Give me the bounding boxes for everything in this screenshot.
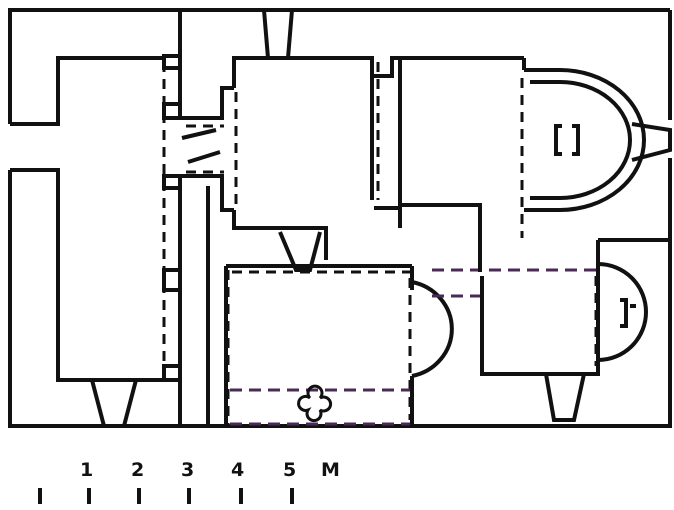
- altar-bracket-lower: [620, 298, 628, 328]
- scale-label-4: 4: [231, 459, 244, 481]
- scale-label-unit: M: [321, 459, 340, 481]
- scale-label-3: 3: [181, 459, 194, 481]
- central-room-left: [232, 210, 328, 260]
- central-room-corner: [398, 60, 482, 254]
- west-pier-2: [162, 102, 182, 120]
- scale-bar: 1 2 3 4 5 M: [38, 459, 340, 504]
- outer-wall-top: [8, 8, 670, 124]
- altar-bracket-upper-left: [554, 124, 562, 156]
- east-apse-inner: [530, 80, 632, 200]
- east-apse-splay: [631, 122, 672, 162]
- quatrefoil-symbol: [297, 384, 333, 423]
- outer-wall-bottom: [8, 170, 672, 428]
- altar-bracket-upper-right: [572, 124, 580, 156]
- east-lower-room-box: [480, 240, 600, 376]
- north-splay: [262, 9, 294, 60]
- east-apse-outer: [524, 68, 646, 212]
- scale-label-1: 1: [80, 459, 93, 481]
- spine-splay-2: [187, 150, 221, 164]
- spine-wall-upper: [178, 10, 234, 120]
- scale-label-2: 2: [131, 459, 144, 481]
- spine-wall-lower: [178, 174, 234, 426]
- middle-apse: [411, 280, 454, 378]
- east-lower-apse: [597, 262, 648, 362]
- west-pier-4: [162, 268, 182, 292]
- central-room-inner: [374, 206, 402, 228]
- west-pier-5: [162, 364, 182, 382]
- west-wall-lower: [10, 168, 164, 382]
- west-pier-3: [162, 174, 182, 190]
- east-lower-splay: [544, 373, 586, 422]
- central-splay: [278, 231, 322, 272]
- scale-label-5: 5: [283, 459, 296, 481]
- spine-splay-1: [181, 128, 217, 140]
- west-pier-1: [162, 54, 182, 70]
- west-splay-bottom: [90, 379, 138, 428]
- west-wall-upper: [10, 56, 164, 126]
